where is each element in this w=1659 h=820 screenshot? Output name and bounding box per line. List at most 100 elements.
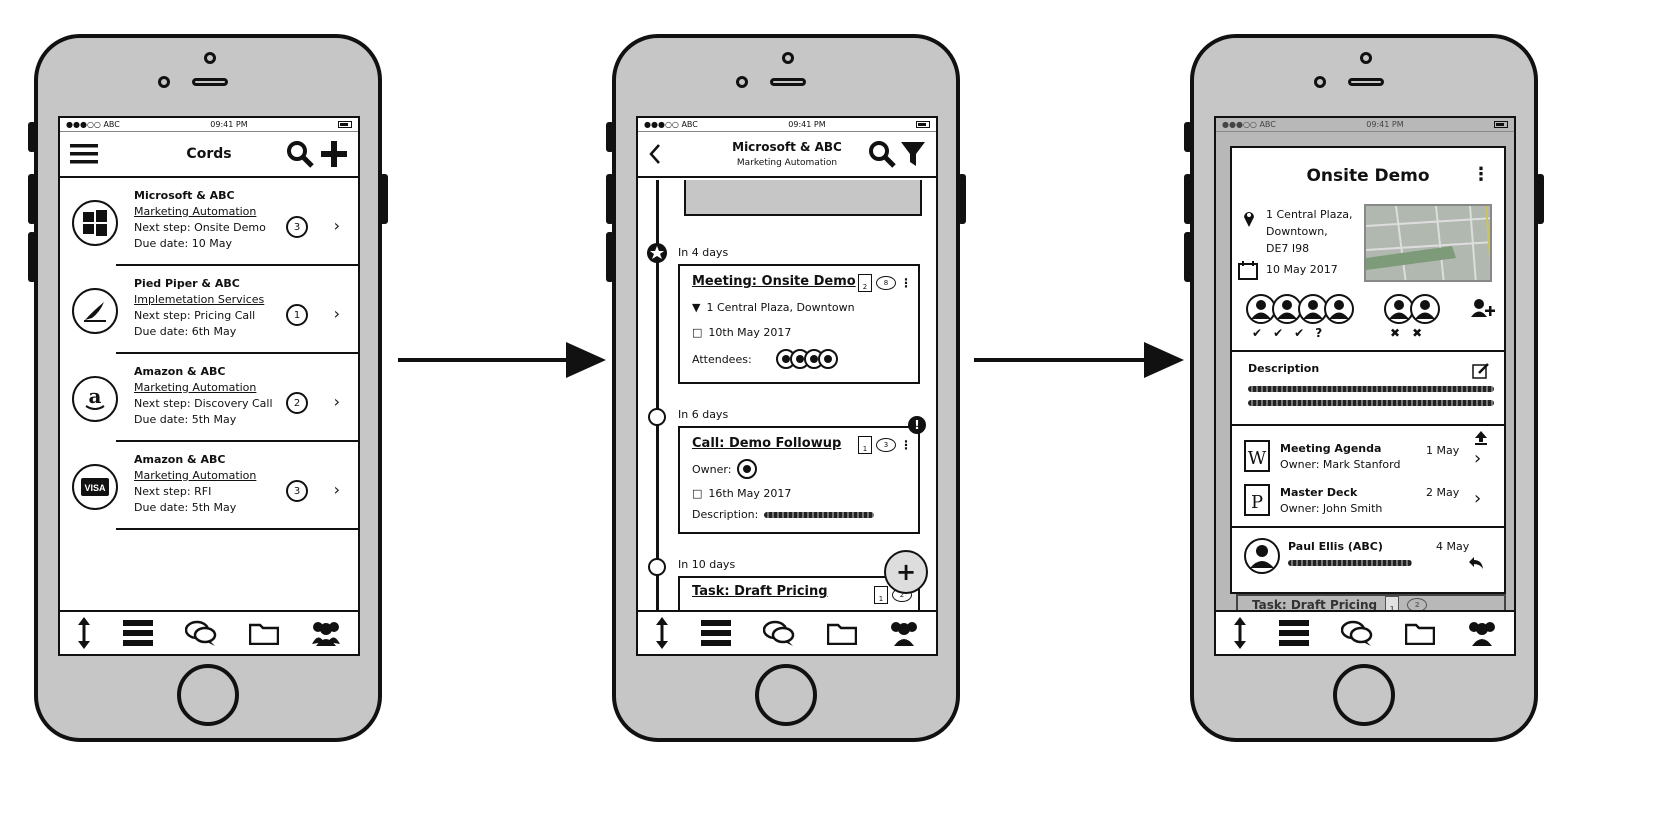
more-menu-icon[interactable]: ⋮ [1472,164,1490,185]
event-title: Onsite Demo [1306,166,1430,186]
hamburger-menu-icon[interactable] [70,142,98,166]
comment-scribble [1288,560,1412,566]
sort-icon[interactable] [1232,617,1248,649]
phone-1: ●●●○○ ABC 09:41 PM Cords [28,34,388,742]
home-button[interactable] [177,664,239,726]
team-icon[interactable] [888,620,920,646]
list-item[interactable]: Pied Piper & ABC Implemetation Services … [60,266,358,354]
owner-avatar[interactable] [737,459,758,479]
comment-icon[interactable]: 8 [876,276,896,290]
more-menu-icon[interactable]: ⋮ [900,276,912,290]
folder-icon[interactable] [248,621,279,645]
chat-icon[interactable] [1340,620,1373,646]
search-icon[interactable] [868,140,896,168]
comment-item[interactable]: Paul Ellis (ABC) 4 May [1244,534,1494,582]
x-icon: ✖ [1390,326,1413,340]
folder-icon[interactable] [826,621,857,645]
document-icon[interactable]: 1 [858,436,872,454]
list-icon[interactable] [123,620,154,646]
event-title[interactable]: Task: Draft Pricing [692,584,828,599]
amazon-logo-icon: a [72,376,118,422]
document-icon[interactable]: 1 [874,586,888,604]
deal-company: Amazon & ABC [134,453,226,466]
chat-icon[interactable] [184,620,217,646]
home-button[interactable] [755,664,817,726]
sort-icon[interactable] [76,617,92,649]
deal-company: Microsoft & ABC [134,189,235,202]
comment-count: 8 [883,279,889,287]
chevron-right-icon[interactable]: › [1474,448,1482,469]
chat-icon[interactable] [762,620,795,646]
powerpoint-doc-icon: P [1244,484,1270,516]
event-when: In 4 days [678,246,729,259]
team-icon[interactable] [310,620,342,646]
clock-label: 09:41 PM [210,120,248,129]
document-icon[interactable]: 2 [858,274,872,292]
address-line: DE7 I98 [1266,242,1310,255]
camera-dot [736,76,748,88]
filter-icon[interactable] [900,140,926,168]
chevron-right-icon[interactable]: › [333,392,340,411]
count-badge: 1 [286,304,308,326]
event-title[interactable]: Call: Demo Followup [692,436,842,451]
count-badge: 3 [286,480,308,502]
comment-date: 4 May [1436,540,1470,553]
previous-card-stub [684,180,922,216]
list-item[interactable]: Microsoft & ABC Marketing Automation Nex… [60,178,358,266]
event-card[interactable]: Call: Demo Followup 1 3 ⋮ Owner: □ 16th … [678,426,920,534]
doc-count: 1 [878,595,884,603]
phone-3: ●●●○○ ABC 09:41 PM Task: Draft Pricing 1… [1184,34,1544,742]
reply-icon[interactable] [1468,556,1484,570]
team-icon[interactable] [1466,620,1498,646]
add-icon[interactable] [320,140,348,168]
timeline: In 4 days Meeting: Onsite Demo 2 8 ⋮ ▼ 1… [638,180,936,636]
folder-icon[interactable] [1404,621,1435,645]
calendar-icon [1238,261,1258,280]
upload-icon[interactable] [1474,430,1488,446]
chevron-right-icon[interactable]: › [333,480,340,499]
location-pin-icon: ▼ [692,301,701,314]
avatar [1384,294,1414,324]
attendee-avatars[interactable] [775,349,838,369]
list-item[interactable]: VISA Amazon & ABC Marketing Automation N… [60,442,358,530]
list-item[interactable]: a Amazon & ABC Marketing Automation Next… [60,354,358,442]
nav-bar: Microsoft & ABC Marketing Automation [638,132,936,178]
more-menu-icon[interactable]: ⋮ [900,438,912,452]
description-scribble [764,511,875,518]
attendee-avatars-accepted[interactable] [1246,294,1354,324]
search-icon[interactable] [286,140,314,168]
chevron-right-icon[interactable]: › [1474,488,1482,509]
back-icon[interactable] [648,143,662,165]
event-title[interactable]: Meeting: Onsite Demo [692,274,856,289]
chevron-right-icon[interactable]: › [333,304,340,323]
add-fab-button[interactable]: + [884,550,928,594]
pied-piper-logo-icon [72,288,118,334]
add-person-icon[interactable] [1470,298,1496,318]
file-item[interactable]: W Meeting Agenda Owner: Mark Stanford 1 … [1244,438,1494,478]
description-scribble [1248,386,1494,406]
attendee-avatars-declined[interactable] [1384,294,1440,324]
list-icon[interactable] [1279,620,1310,646]
file-name: Meeting Agenda [1280,442,1382,455]
decline-marks: ✖✖ [1390,326,1434,340]
comment-count: 3 [883,441,889,449]
clock-label: 09:41 PM [788,120,826,129]
avatar [1324,294,1354,324]
avatar [1244,538,1280,574]
alert-icon: ! [908,416,926,434]
sort-icon[interactable] [654,617,670,649]
event-card[interactable]: Meeting: Onsite Demo 2 8 ⋮ ▼ 1 Central P… [678,264,920,384]
calendar-icon: □ [692,326,703,339]
avatar [1410,294,1440,324]
edit-icon[interactable] [1472,362,1490,380]
chevron-right-icon[interactable]: › [333,216,340,235]
comment-icon[interactable]: 3 [876,438,896,452]
file-item[interactable]: P Master Deck Owner: John Smith 2 May › [1244,482,1494,522]
deal-due-date: Due date: 10 May [134,237,232,250]
sensor-dot [782,52,794,64]
home-button[interactable] [1333,664,1395,726]
map-thumbnail[interactable] [1364,204,1492,282]
screen-deal-timeline: ●●●○○ ABC 09:41 PM Microsoft & ABC Marke… [636,116,938,656]
event-date: 16th May 2017 [708,487,792,500]
list-icon[interactable] [701,620,732,646]
